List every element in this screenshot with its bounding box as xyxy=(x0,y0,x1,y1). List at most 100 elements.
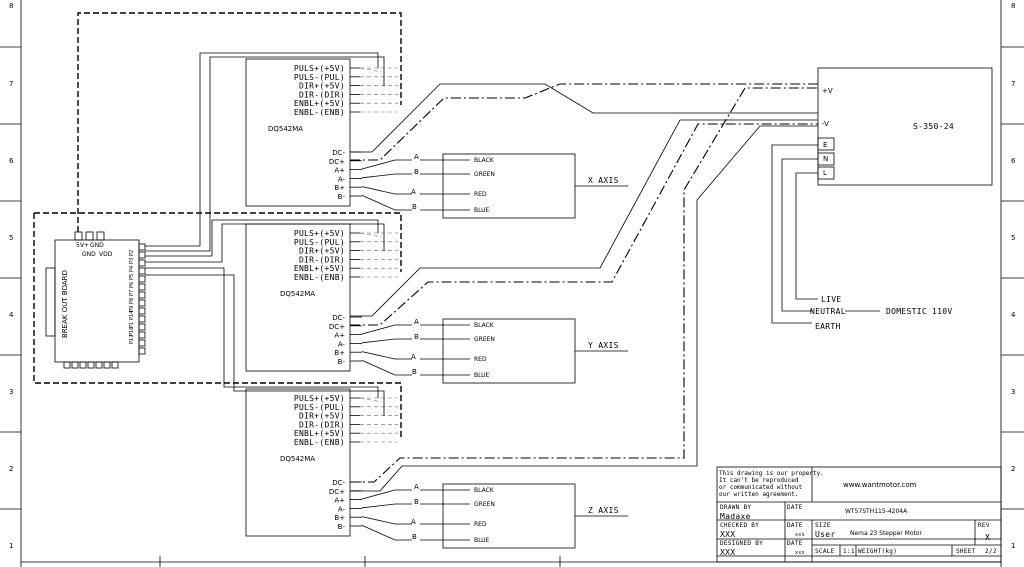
driver-signal-label: ENBL+(+5V) xyxy=(294,429,345,438)
notice-line: This drawing is our property. xyxy=(719,470,824,477)
axis-label: Y AXIS xyxy=(588,341,619,350)
bob-port xyxy=(138,283,146,291)
wire-color: GREEN xyxy=(474,501,495,508)
phase-label: A xyxy=(414,153,419,161)
frame-number: 5 xyxy=(1011,234,1015,242)
driver-power-label: B+ xyxy=(334,514,345,522)
bob-port xyxy=(138,323,146,331)
bob-port xyxy=(138,299,146,307)
bob-terminal xyxy=(63,361,71,369)
notice-line: It can't be reproduced xyxy=(719,477,799,484)
wire-color: RED xyxy=(474,356,487,363)
mains-neutral: NEUTRAL xyxy=(810,307,846,316)
phase-label: A xyxy=(414,318,419,326)
driver-signal-label: PULS+(+5V) xyxy=(294,64,345,73)
port-label: P6 xyxy=(129,282,135,288)
phase-label: B xyxy=(412,368,417,376)
bob-port xyxy=(138,259,146,267)
port-label: P17 xyxy=(129,335,135,344)
signal-cable-shields xyxy=(33,12,402,437)
driver-signal-label: DIR+(+5V) xyxy=(299,82,345,91)
frame-number: 3 xyxy=(9,388,13,396)
notice-line: or communicated without xyxy=(719,484,802,491)
drawn-by: Madaxe xyxy=(720,512,751,521)
title-block: This drawing is our property. It can't b… xyxy=(716,466,1002,563)
driver-signal-label: PULS+(+5V) xyxy=(294,394,345,403)
driver-power-label: B- xyxy=(338,193,346,201)
bob-port xyxy=(138,331,146,339)
drawn-by-label: DRAWN BY xyxy=(720,504,751,511)
driver-signal-label: PULS+(+5V) xyxy=(294,229,345,238)
bob-terminal xyxy=(111,361,119,369)
breakout-label: BREAK OUT BOARD xyxy=(61,270,69,338)
rev-label: REV xyxy=(978,522,990,529)
wire-color: RED xyxy=(474,521,487,528)
driver-power-label: DC+ xyxy=(329,323,345,331)
wire-color: BLACK xyxy=(474,487,495,494)
driver-signal-label: DIR+(+5V) xyxy=(299,247,345,256)
wire-color: BLUE xyxy=(474,372,490,379)
checked-by: XXX xyxy=(720,530,735,539)
port-label: P2 xyxy=(129,250,135,256)
port-label: P1 xyxy=(129,322,135,328)
driver-power-label: A+ xyxy=(334,167,345,175)
stepper-driver: DQ542MAPULS+(+5V)PULS-(PUL)DIR+(+5V)DIR-… xyxy=(145,219,398,372)
bob-port xyxy=(138,243,146,251)
port-label: P16 xyxy=(129,327,135,336)
bob-port xyxy=(138,307,146,315)
frame-number: 7 xyxy=(9,80,13,88)
bob-terminal xyxy=(87,361,95,369)
part-number: WT57STH115-4204A xyxy=(845,508,908,515)
bob-port xyxy=(138,275,146,283)
frame-number: 3 xyxy=(1011,388,1015,396)
driver-signal-label: DIR+(+5V) xyxy=(299,412,345,421)
pin-label: GND xyxy=(90,242,104,249)
axis-label: Z AXIS xyxy=(588,506,619,515)
dc-power-lines xyxy=(350,83,818,492)
designed-by: XXX xyxy=(720,548,735,557)
port-label: P14 xyxy=(129,311,135,320)
stepper-driver: DQ542MAPULS+(+5V)PULS-(PUL)DIR+(+5V)DIR-… xyxy=(145,52,398,252)
phase-label: B xyxy=(414,498,419,506)
driver-signal-label: DIR-(DIR) xyxy=(299,90,345,99)
driver-signal-label: ENBL-(ENB) xyxy=(294,108,345,117)
mains-earth: EARTH xyxy=(815,322,841,331)
driver-signal-label: ENBL-(ENB) xyxy=(294,438,345,447)
driver-power-label: A- xyxy=(338,505,346,513)
driver-power-label: DC+ xyxy=(329,488,345,496)
bob-terminal xyxy=(95,361,103,369)
driver-power-label: DC+ xyxy=(329,158,345,166)
date-label: DATE xyxy=(787,504,803,511)
driver-signal-label: DIR-(DIR) xyxy=(299,255,345,264)
phase-label: A xyxy=(411,353,416,361)
psu-terminal: E xyxy=(823,141,827,149)
mains-wiring: LIVE NEUTRAL EARTH DOMESTIC 110V xyxy=(771,144,952,331)
phase-label: A xyxy=(414,483,419,491)
port-label: P4 xyxy=(129,266,135,272)
bob-port xyxy=(138,291,146,299)
pin-label: VDD xyxy=(99,251,113,258)
driver-signal-label: PULS-(PUL) xyxy=(294,403,345,412)
size-value: User xyxy=(815,530,835,539)
driver-power-label: DC- xyxy=(332,314,345,322)
frame-number: 8 xyxy=(9,2,13,10)
driver-power-label: A+ xyxy=(334,497,345,505)
scale-label: SCALE xyxy=(815,548,835,555)
bob-terminal xyxy=(71,361,79,369)
frame-number: 1 xyxy=(1011,542,1015,550)
pin-label: 5V+ xyxy=(76,242,89,249)
wire-color: BLACK xyxy=(474,157,495,164)
phase-label: B xyxy=(412,533,417,541)
pin-label: GND xyxy=(82,251,96,258)
driver-signal-label: PULS-(PUL) xyxy=(294,238,345,247)
frame-number: 2 xyxy=(9,465,13,473)
phase-label: A xyxy=(411,188,416,196)
designed-by-label: DESIGNED BY xyxy=(720,540,763,547)
scale-value: 1:1 xyxy=(843,548,855,555)
driver-name: DQ542MA xyxy=(268,125,303,133)
psu-terminal: L xyxy=(823,169,827,177)
rev-value: X xyxy=(985,533,990,542)
frame-number: 4 xyxy=(1011,311,1016,319)
frame-number: 5 xyxy=(9,234,13,242)
